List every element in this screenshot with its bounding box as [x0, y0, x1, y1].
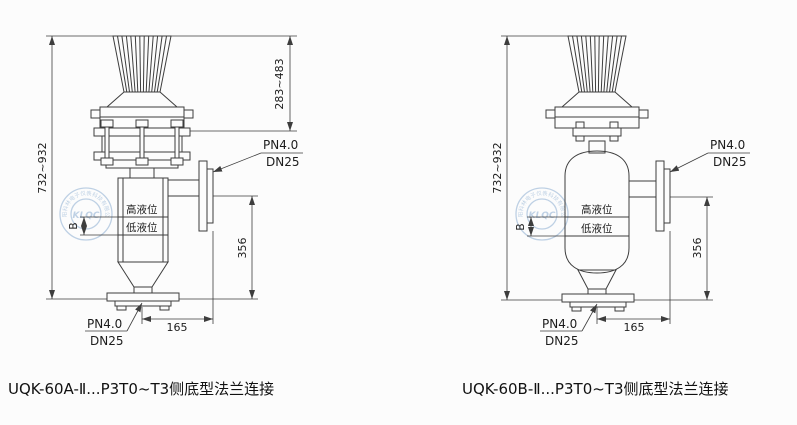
- side-flange-pn-label: PN4.0: [263, 138, 298, 152]
- figure-uqk-60b: 732~932 PN4.0 DN25 356 165 PN4.0 DN25: [491, 35, 750, 348]
- technical-drawing-canvas: 辽阳科林电子仪表科技有限公司 KLQC: [36, 35, 750, 348]
- dim-overall-height: 732~932: [491, 142, 504, 193]
- side-flange: [168, 160, 214, 232]
- dim-upper-section: 283~483: [273, 58, 286, 109]
- bonnet-dome: [105, 91, 179, 108]
- low-level-label: 低液位: [581, 222, 613, 235]
- bottom-flange: [106, 261, 180, 311]
- fin-stack: [112, 35, 172, 93]
- dim-level-span: B: [515, 223, 527, 230]
- side-flange-dn-label: DN25: [266, 155, 300, 169]
- bottom-flange-pn-label: PN4.0: [87, 317, 122, 331]
- bottom-flange-dn-label: DN25: [90, 334, 124, 348]
- float-chamber: [117, 177, 169, 263]
- neck: [129, 167, 155, 179]
- watermark-left: [59, 187, 113, 241]
- caption-uqk-60a: UQK-60A-Ⅱ...P3T0~T3侧底型法兰连接: [8, 380, 275, 398]
- dimensions-left: 732~932 283~483 PN4.0 DN25 356 165 PN4.0: [36, 35, 303, 348]
- bottom-flange-dn-label: DN25: [545, 334, 579, 348]
- high-level-label: 高液位: [581, 203, 613, 216]
- bonnet-dome: [560, 91, 634, 108]
- flange-joint: [572, 121, 622, 154]
- side-flange: [629, 160, 671, 232]
- figure-uqk-60a: 732~932 283~483 PN4.0 DN25 356 165 PN4.0: [36, 35, 303, 348]
- dim-center-to-flange: 165: [624, 321, 645, 334]
- dim-overall-height: 732~932: [36, 142, 49, 193]
- dim-side-flange-to-base: 356: [236, 238, 249, 259]
- device-body-left: [90, 35, 214, 311]
- caption-uqk-60b: UQK-60B-Ⅱ...P3T0~T3侧底型法兰连接: [462, 380, 729, 398]
- device-body-right: [545, 35, 671, 312]
- low-level-label: 低液位: [126, 221, 158, 234]
- side-flange-pn-label: PN4.0: [710, 138, 745, 152]
- fin-stack: [567, 35, 627, 93]
- side-flange-dn-label: DN25: [713, 155, 747, 169]
- high-level-label: 高液位: [126, 203, 158, 216]
- flange-stack: [93, 119, 191, 169]
- watermark-right: [515, 187, 569, 241]
- level-marks: [565, 216, 629, 237]
- dim-center-to-flange: 165: [167, 321, 188, 334]
- bottom-flange-pn-label: PN4.0: [542, 317, 577, 331]
- switch-housing: [545, 106, 649, 129]
- dim-side-flange-to-base: 356: [691, 238, 704, 259]
- dim-level-span: B: [68, 222, 80, 229]
- dimensions-right: 732~932 PN4.0 DN25 356 165 PN4.0 DN25: [491, 35, 750, 348]
- bottom-flange: [561, 269, 635, 312]
- level-marks: [118, 216, 168, 236]
